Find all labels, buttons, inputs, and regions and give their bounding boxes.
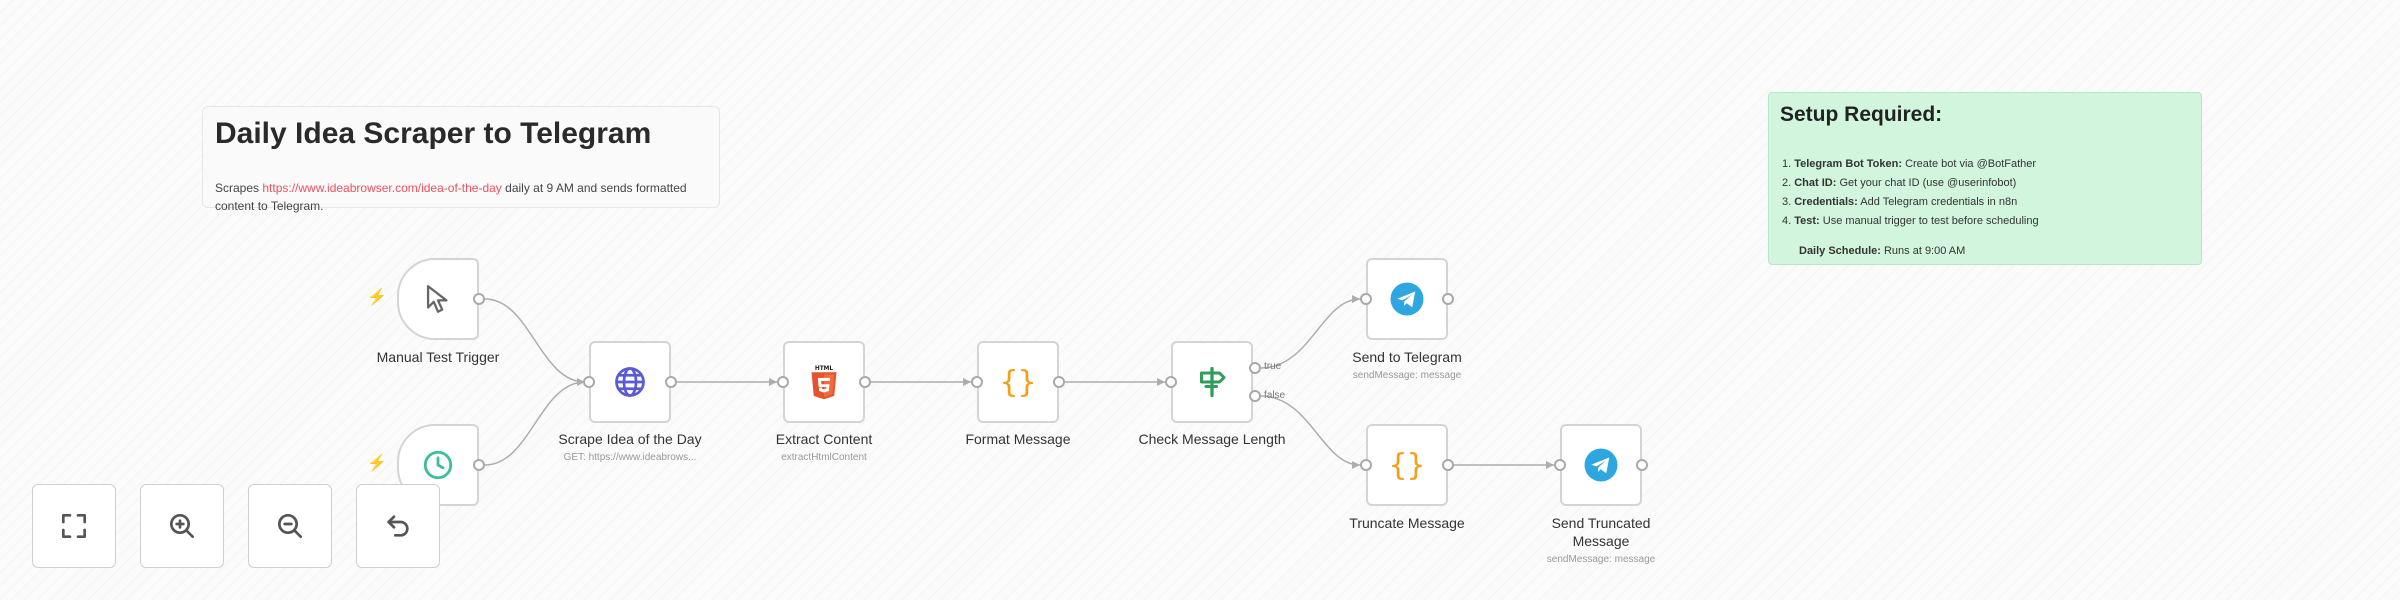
edge-schedule-to-scrape (484, 381, 586, 466)
node-subtitle: extractHtmlContent (781, 452, 867, 463)
zoom-out-icon (278, 514, 302, 538)
telegram-icon (1584, 448, 1618, 482)
input-handle[interactable] (971, 376, 983, 388)
svg-text:HTML: HTML (815, 366, 834, 372)
setup-title: Setup Required: (1780, 103, 1943, 126)
node-subtitle: sendMessage: message (1546, 554, 1656, 565)
node-label: Send Truncated Message (1551, 515, 1651, 549)
braces-icon: {} (999, 364, 1037, 400)
branch-label-false: false (1264, 390, 1286, 401)
node-truncate-message[interactable]: {} (1366, 424, 1448, 506)
node-label: Scrape Idea of the Day (558, 431, 702, 447)
node-send-truncated-message[interactable] (1560, 424, 1642, 506)
node-label: Extract Content (775, 431, 873, 447)
workflow-description: Scrapes https://www.ideabrowser.com/idea… (215, 181, 687, 213)
setup-item: 2. Chat ID: Get your chat ID (use @useri… (1782, 177, 2017, 189)
output-handle[interactable] (1053, 376, 1065, 388)
input-handle[interactable] (1360, 459, 1372, 471)
node-scrape-idea[interactable] (589, 341, 671, 423)
output-handle-false[interactable] (1249, 390, 1261, 402)
input-handle[interactable] (777, 376, 789, 388)
node-subtitle: GET: https://www.ideabrows... (563, 452, 697, 463)
zoom-in-icon (170, 514, 194, 538)
node-subtitle: sendMessage: message (1352, 370, 1462, 381)
telegram-icon (1390, 282, 1424, 316)
zoom-in-button[interactable] (140, 484, 224, 568)
braces-icon: {} (1388, 447, 1426, 483)
node-manual-test-trigger[interactable] (397, 258, 479, 340)
node-check-message-length[interactable] (1171, 341, 1253, 423)
node-label: Check Message Length (1138, 431, 1286, 447)
setup-item: 4. Test: Use manual trigger to test befo… (1782, 215, 2039, 227)
output-handle-true[interactable] (1249, 362, 1261, 374)
html5-icon: HTML (811, 366, 837, 400)
trigger-bolt-icon: ⚡ (367, 455, 387, 472)
node-label: Format Message (965, 431, 1071, 447)
idea-url-link[interactable]: https://www.ideabrowser.com/idea-of-the-… (262, 181, 502, 195)
sticky-note-setup[interactable]: Setup Required: 1. Telegram Bot Token: C… (1768, 92, 2202, 265)
setup-list: 1. Telegram Bot Token: Create bot via @B… (1782, 155, 2192, 231)
output-handle[interactable] (473, 293, 485, 305)
sticky-note-overview[interactable]: Daily Idea Scraper to Telegram Scrapes h… (202, 106, 720, 213)
node-label: Send to Telegram (1352, 349, 1462, 365)
globe-icon (615, 367, 645, 397)
cursor-icon (426, 285, 448, 313)
edge-check-true-to-send (1260, 298, 1361, 369)
setup-item: 1. Telegram Bot Token: Create bot via @B… (1782, 158, 2037, 170)
undo-icon (387, 515, 409, 537)
output-handle[interactable] (1636, 459, 1648, 471)
node-label: Manual Test Trigger (376, 349, 500, 365)
node-extract-content[interactable]: HTML (783, 341, 865, 423)
workflow-title: Daily Idea Scraper to Telegram (215, 117, 652, 150)
input-handle[interactable] (583, 376, 595, 388)
output-handle[interactable] (665, 376, 677, 388)
fit-view-icon (62, 514, 86, 538)
clock-icon (423, 450, 453, 480)
output-handle[interactable] (473, 459, 485, 471)
edge-check-false-to-truncate (1260, 395, 1361, 466)
output-handle[interactable] (1442, 293, 1454, 305)
daily-schedule-note: Daily Schedule: Runs at 9:00 AM (1799, 245, 1966, 257)
fit-view-button[interactable] (32, 484, 116, 568)
node-send-to-telegram[interactable] (1366, 258, 1448, 340)
setup-item: 3. Credentials: Add Telegram credentials… (1782, 196, 2018, 208)
output-handle[interactable] (1442, 459, 1454, 471)
node-format-message[interactable]: {} (977, 341, 1059, 423)
edge-manual-to-scrape (484, 298, 586, 383)
signpost-icon (1200, 366, 1226, 398)
output-handle[interactable] (859, 376, 871, 388)
input-handle[interactable] (1165, 376, 1177, 388)
branch-label-true: true (1264, 361, 1282, 372)
trigger-bolt-icon: ⚡ (367, 289, 387, 306)
input-handle[interactable] (1554, 459, 1566, 471)
input-handle[interactable] (1360, 293, 1372, 305)
undo-button[interactable] (356, 484, 440, 568)
zoom-out-button[interactable] (248, 484, 332, 568)
node-label: Truncate Message (1349, 515, 1465, 531)
